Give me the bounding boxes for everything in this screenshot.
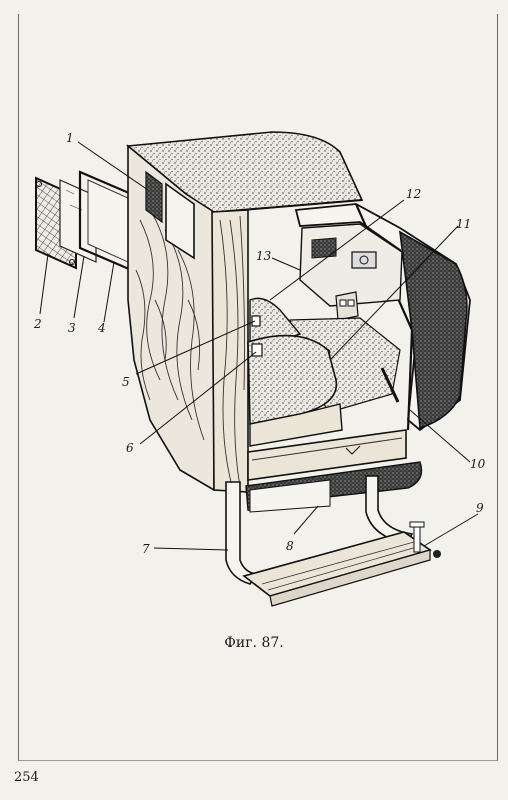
wood-grain [135, 209, 205, 441]
bolt [413, 525, 421, 553]
callout-12: 12 [406, 187, 422, 201]
figure-caption: Фиг. 87. [224, 635, 284, 651]
leader-lines [39, 141, 479, 551]
callout-1: 1 [66, 131, 74, 145]
callout-8: 8 [286, 539, 294, 553]
callout-10: 10 [470, 457, 486, 471]
callout-13: 13 [256, 249, 272, 263]
nut [433, 550, 441, 558]
callout-5: 5 [122, 375, 130, 389]
door-sill [247, 429, 407, 481]
callout-11: 11 [456, 217, 472, 231]
callout-4: 4 [98, 321, 106, 335]
callout-2: 2 [34, 317, 42, 331]
page-number: 254 [14, 770, 39, 785]
page-frame [18, 14, 498, 761]
callout-6: 6 [126, 441, 134, 455]
callout-3: 3 [68, 321, 76, 335]
callout-7: 7 [142, 542, 150, 556]
callout-9: 9 [476, 501, 484, 515]
